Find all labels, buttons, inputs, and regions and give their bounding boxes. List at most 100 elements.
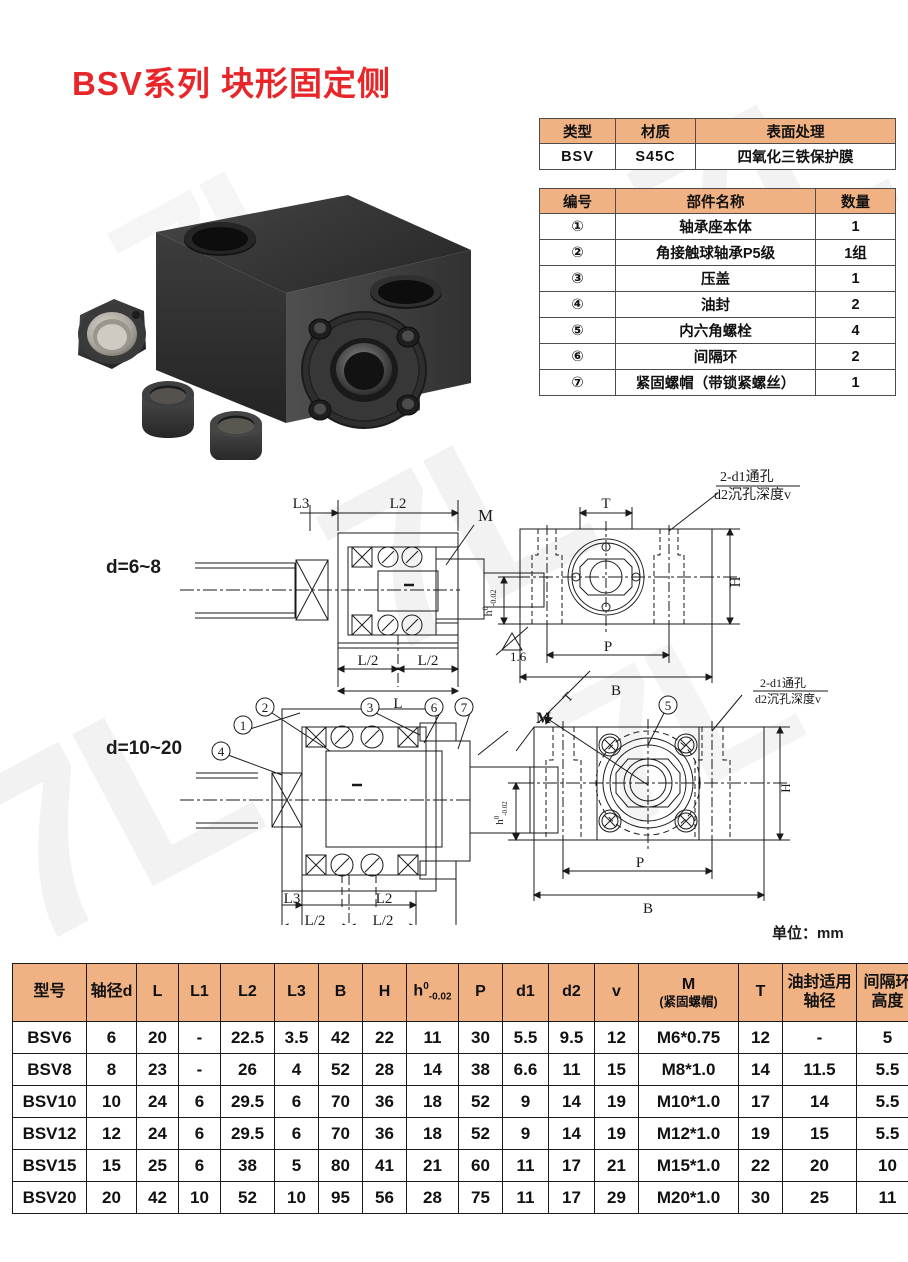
callout-4: 4 (218, 744, 225, 759)
m-symbol: M (681, 976, 696, 994)
cell-h: 21 (406, 1149, 459, 1182)
col-header-L3: L3 (274, 963, 319, 1022)
part-name: 紧固螺帽（带锁紧螺丝） (615, 369, 816, 396)
cell-spacer-height: 5.5 (856, 1117, 908, 1150)
part-number: ⑥ (539, 343, 616, 370)
dimension-table-wrapper: 型号 轴径d L L1 L2 L3 B H h0-0.02 P d1 d2 v … (12, 963, 908, 1214)
cell-shaft-dia: 15 (86, 1149, 137, 1182)
part-name: 角接触球轴承P5级 (615, 239, 816, 266)
cell-spacer-height: 5.5 (856, 1085, 908, 1118)
dim-label-L3: L3 (293, 496, 310, 512)
cell-seal-shaft-dia: 25 (782, 1181, 857, 1214)
part-name: 间隔环 (615, 343, 816, 370)
unit-note: 单位：mm (772, 925, 844, 942)
callout-3: 3 (367, 700, 374, 715)
cell-B: 80 (318, 1149, 363, 1182)
cell-P: 38 (458, 1053, 503, 1086)
hole-note-line1: 2-d1通孔 (760, 676, 806, 690)
dim-label-L-half: L/2 (358, 653, 379, 669)
cell-spacer-height: 10 (856, 1149, 908, 1182)
dimension-table: 型号 轴径d L L1 L2 L3 B H h0-0.02 P d1 d2 v … (12, 963, 908, 1214)
cell-L1: 6 (178, 1085, 221, 1118)
material-header-material: 材质 (615, 118, 696, 144)
part-qty: 2 (815, 343, 896, 370)
cell-v: 19 (594, 1085, 639, 1118)
cell-L3: 6 (274, 1117, 319, 1150)
cell-M: M10*1.0 (638, 1085, 739, 1118)
table-row: BSV8 8 23 - 26 4 52 28 14 38 6.6 11 15 M… (12, 1053, 908, 1086)
cell-T: 14 (738, 1053, 783, 1086)
cell-h: 28 (406, 1181, 459, 1214)
drawing-group-label-top: d=6~8 (106, 557, 161, 578)
spacer-line2: 高度 (871, 992, 904, 1010)
cell-H: 41 (362, 1149, 407, 1182)
hole-note-line2: d2沉孔深度v (755, 691, 821, 706)
cell-seal-shaft-dia: 15 (782, 1117, 857, 1150)
part-qty: 1 (815, 265, 896, 292)
cell-B: 95 (318, 1181, 363, 1214)
col-header-spacer-height: 间隔环 高度 (856, 963, 908, 1022)
cell-d2: 14 (548, 1085, 595, 1118)
cell-d1: 9 (502, 1085, 549, 1118)
cell-v: 21 (594, 1149, 639, 1182)
cell-M: M15*1.0 (638, 1149, 739, 1182)
technical-drawings: L3 L2 M L/2 L/2 L T P B H h0-0.02 1.6 2-… (0, 455, 908, 925)
parts-header-number: 编号 (539, 188, 616, 214)
table-row: BSV15 15 25 6 38 5 80 41 21 60 11 17 21 … (12, 1149, 908, 1182)
cell-d2: 17 (548, 1181, 595, 1214)
cell-v: 19 (594, 1117, 639, 1150)
part-number: ① (539, 213, 616, 240)
col-header-d1: d1 (502, 963, 549, 1022)
cell-L3: 3.5 (274, 1021, 319, 1054)
part-name: 油封 (615, 291, 816, 318)
cell-d1: 9 (502, 1117, 549, 1150)
cell-T: 12 (738, 1021, 783, 1054)
cell-v: 15 (594, 1053, 639, 1086)
col-header-d2: d2 (548, 963, 595, 1022)
table-row: BSV20 20 42 10 52 10 95 56 28 75 11 17 2… (12, 1181, 908, 1214)
cell-B: 42 (318, 1021, 363, 1054)
col-header-B: B (318, 963, 363, 1022)
table-row: BSV S45C 四氧化三铁保护膜 (539, 143, 896, 170)
cell-H: 36 (362, 1085, 407, 1118)
dimension-table-header-row: 型号 轴径d L L1 L2 L3 B H h0-0.02 P d1 d2 v … (12, 963, 908, 1022)
m-note: (紧固螺帽) (659, 994, 718, 1009)
dim-label-T: T (601, 496, 610, 512)
cell-M: M6*0.75 (638, 1021, 739, 1054)
part-qty: 4 (815, 317, 896, 344)
parts-table-header-row: 编号 部件名称 数量 (539, 188, 896, 214)
dim-label-M: M (478, 506, 493, 525)
dim-label-T: T (559, 689, 576, 705)
cell-shaft-dia: 10 (86, 1085, 137, 1118)
cell-L2: 38 (220, 1149, 275, 1182)
cell-L3: 10 (274, 1181, 319, 1214)
cell-H: 56 (362, 1181, 407, 1214)
cell-shaft-dia: 12 (86, 1117, 137, 1150)
cell-shaft-dia: 20 (86, 1181, 137, 1214)
cell-P: 60 (458, 1149, 503, 1182)
material-value-type: BSV (539, 143, 616, 170)
cell-L3: 5 (274, 1149, 319, 1182)
cell-P: 52 (458, 1117, 503, 1150)
cell-d2: 14 (548, 1117, 595, 1150)
dim-label-L-half: L/2 (373, 913, 394, 925)
cell-L2: 29.5 (220, 1117, 275, 1150)
col-header-model: 型号 (12, 963, 87, 1022)
table-row: ② 角接触球轴承P5级 1组 (539, 239, 896, 266)
callout-1: 1 (240, 718, 247, 733)
cell-B: 70 (318, 1085, 363, 1118)
dim-label-L2: L2 (376, 891, 393, 907)
cell-seal-shaft-dia: 20 (782, 1149, 857, 1182)
dim-label-h-tolerance: h0-0.02 (493, 801, 509, 825)
cell-M: M12*1.0 (638, 1117, 739, 1150)
col-header-v: v (594, 963, 639, 1022)
cell-L2: 29.5 (220, 1085, 275, 1118)
col-header-T: T (738, 963, 783, 1022)
table-row: ⑥ 间隔环 2 (539, 343, 896, 370)
hole-note-line2: d2沉孔深度v (714, 487, 791, 503)
dim-label-B: B (643, 901, 653, 917)
cell-v: 29 (594, 1181, 639, 1214)
cell-L: 25 (136, 1149, 179, 1182)
dim-label-H: H (728, 576, 744, 587)
cell-d1: 6.6 (502, 1053, 549, 1086)
